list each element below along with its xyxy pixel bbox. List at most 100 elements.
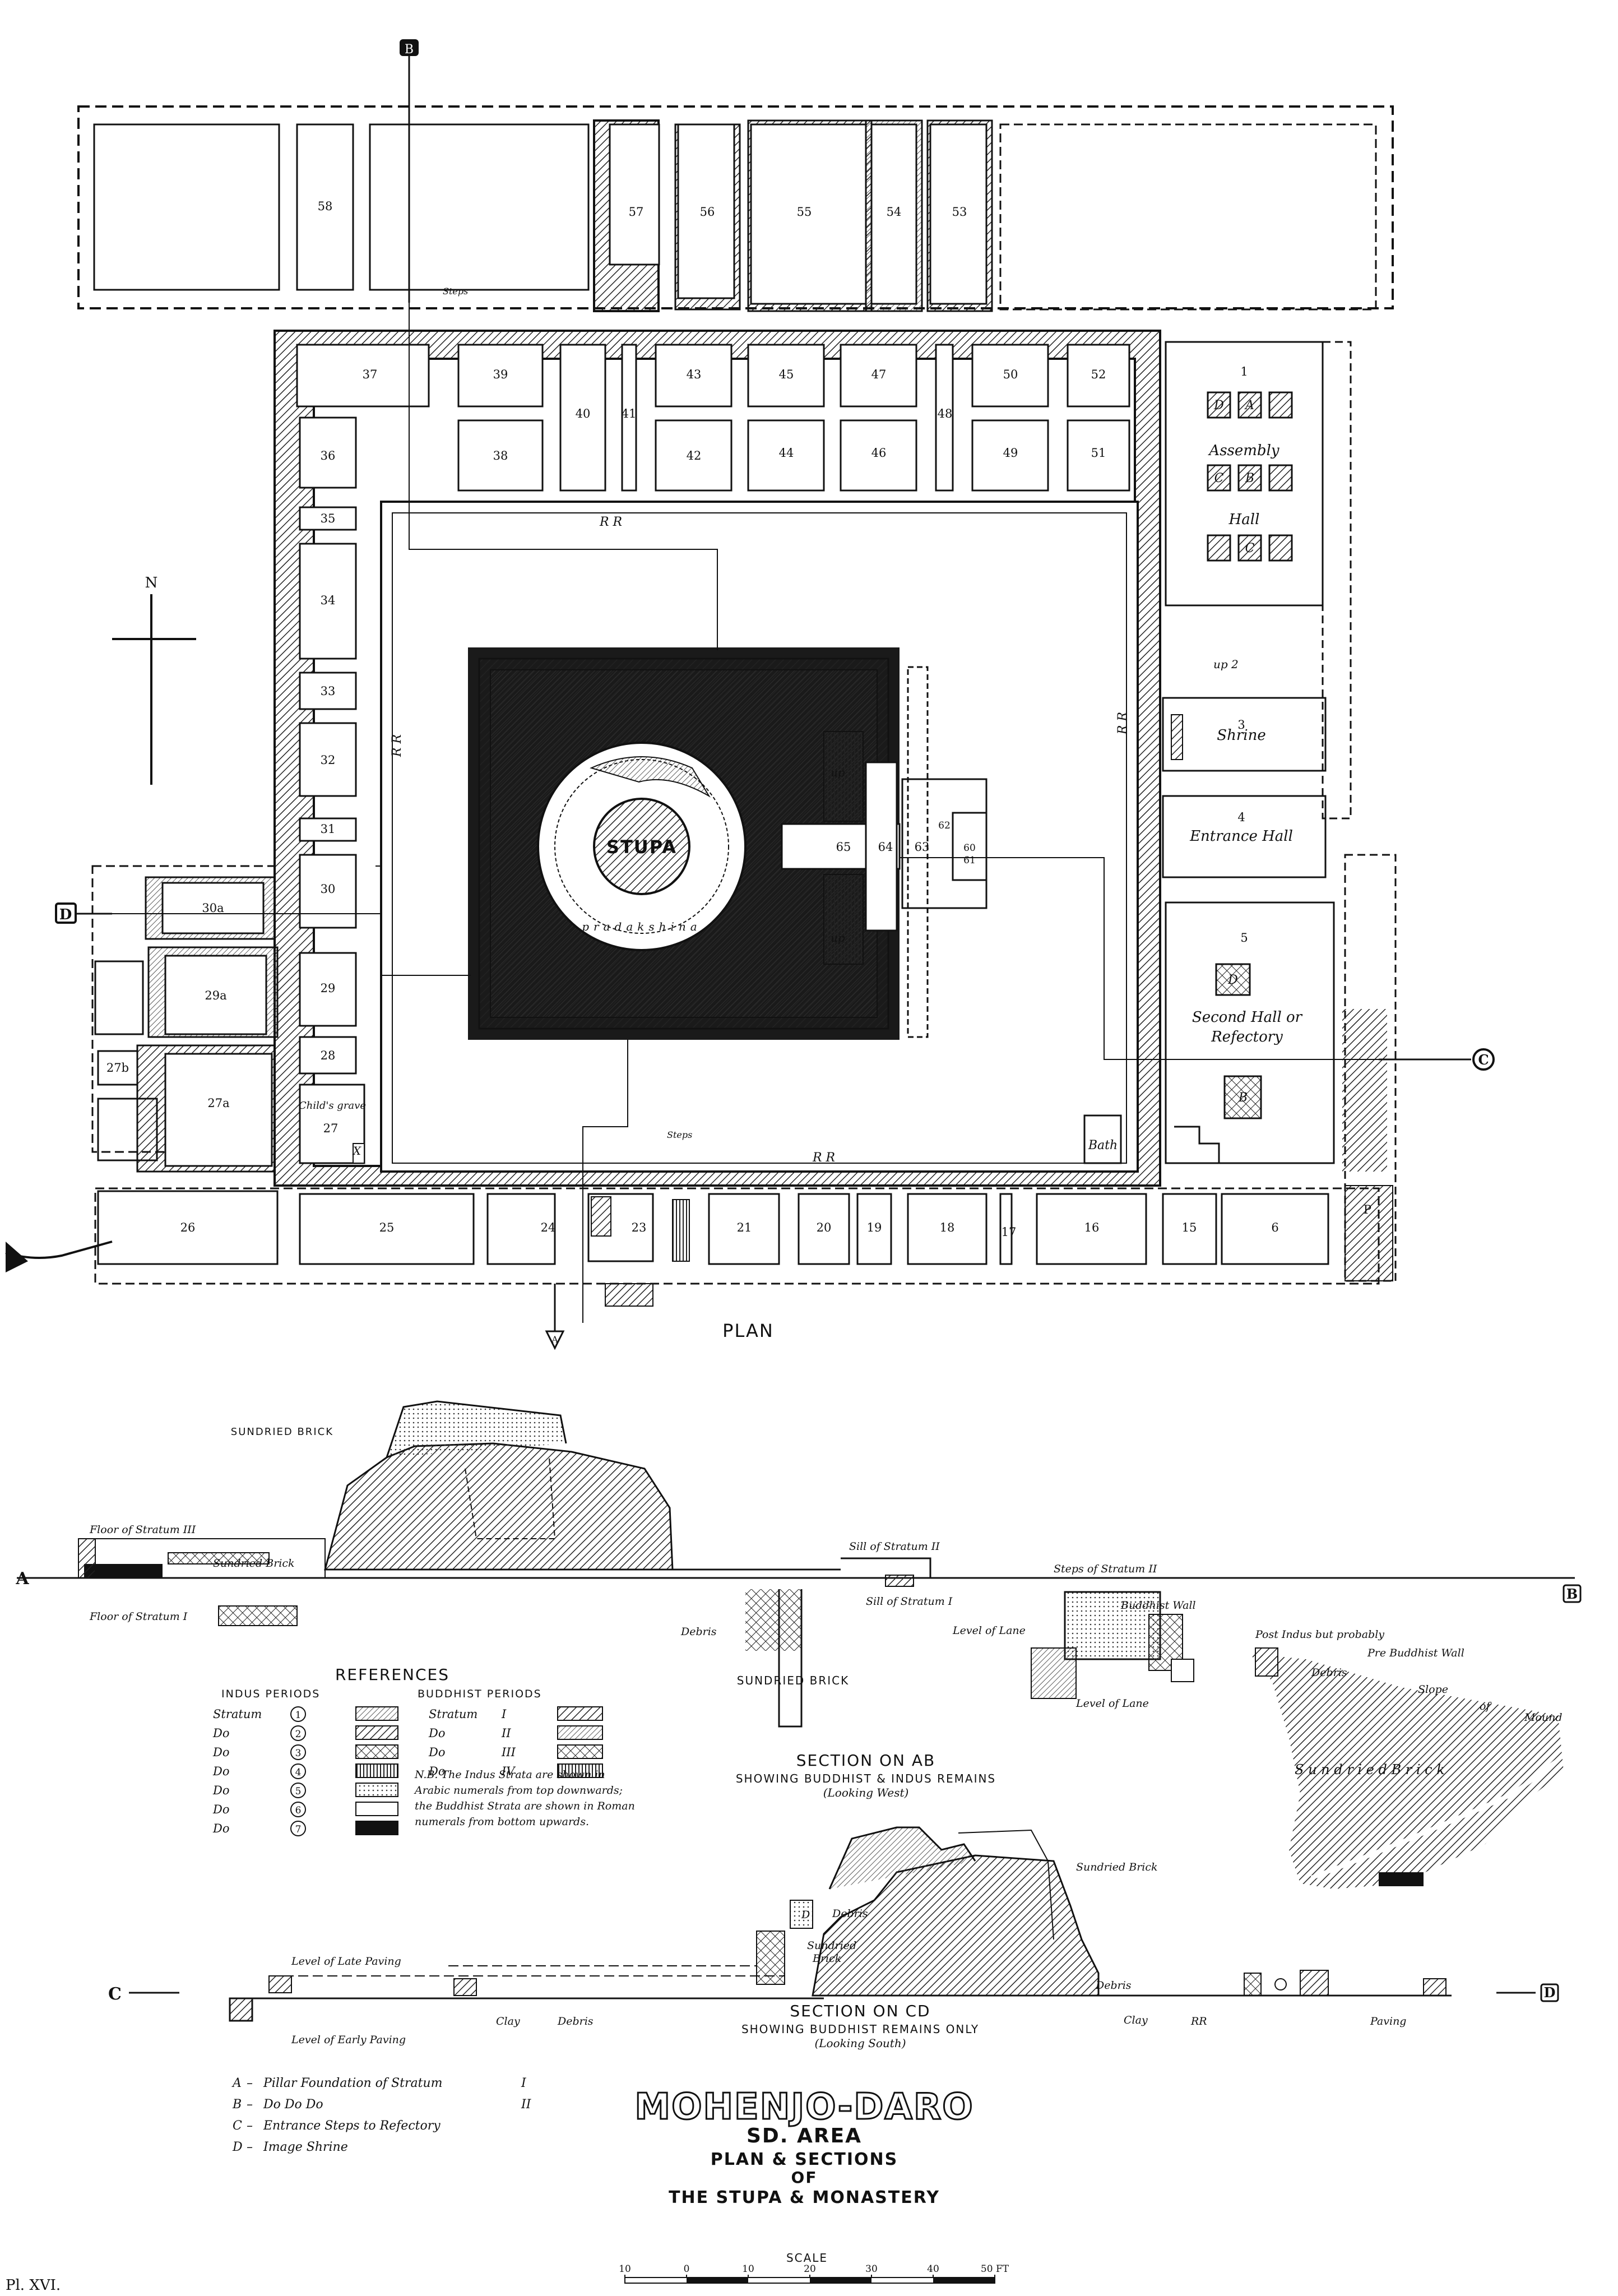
room-23: 23 bbox=[632, 1221, 647, 1234]
buddhist-stratum-swatch bbox=[557, 1763, 603, 1778]
indus-stratum-swatch bbox=[355, 1763, 398, 1778]
legend-stratum: II bbox=[521, 2098, 532, 2112]
indus-stratum-label: Stratum bbox=[213, 1707, 262, 1721]
ab-post-indus: Post Indus but probably bbox=[1255, 1628, 1384, 1641]
marker-d: D bbox=[59, 906, 72, 923]
room-27b: 27b bbox=[106, 1061, 129, 1075]
room-39: 39 bbox=[493, 368, 508, 381]
legend-dash: – bbox=[247, 2119, 253, 2133]
room-33: 33 bbox=[321, 684, 336, 698]
room-51: 51 bbox=[1091, 446, 1106, 460]
indus-stratum-label: Do bbox=[212, 1746, 229, 1759]
scale-tick-label: 20 bbox=[804, 2263, 816, 2275]
indus-stratum-swatch bbox=[355, 1725, 398, 1740]
scale-tick-label: 0 bbox=[684, 2263, 690, 2275]
ab-of: of bbox=[1480, 1700, 1491, 1712]
section-cd-subtitle: SHOWING BUDDHIST REMAINS ONLY bbox=[741, 2022, 979, 2036]
room-31: 31 bbox=[321, 822, 336, 836]
buddhist-stratum-label: Do bbox=[428, 1746, 445, 1759]
room-1: 1 bbox=[1240, 365, 1248, 378]
legend-stratum: I bbox=[521, 2076, 527, 2090]
legend-dash: – bbox=[247, 2140, 253, 2154]
ab-sundried-top: SUNDRIED BRICK bbox=[231, 1426, 333, 1438]
buddhist-stratum-number: IV bbox=[501, 1765, 516, 1778]
room-36: 36 bbox=[321, 449, 336, 462]
pillar-d1: D bbox=[1213, 399, 1224, 413]
room-47: 47 bbox=[871, 368, 887, 381]
indus-stratum-number: 2 bbox=[295, 1729, 302, 1740]
up-label-north: up bbox=[831, 766, 845, 779]
legend-key: A bbox=[231, 2076, 242, 2090]
section-cd-looking: (Looking South) bbox=[814, 2036, 906, 2050]
room-64: 64 bbox=[878, 840, 893, 854]
room-p: P bbox=[1364, 1203, 1371, 1216]
cd-clay: Clay bbox=[496, 2015, 520, 2027]
pillar-a1: A bbox=[1244, 399, 1254, 413]
rr-label-north: R R bbox=[599, 515, 622, 529]
cd-debris2: Debris bbox=[832, 1908, 868, 1920]
room-49: 49 bbox=[1003, 446, 1018, 460]
room-57: 57 bbox=[629, 205, 644, 219]
childs-grave-label: Child's grave bbox=[299, 1100, 366, 1112]
section-cd-title: SECTION ON CD bbox=[790, 2002, 930, 2020]
ab-sundried-right: S u n d r i e d B r i c k bbox=[1295, 1762, 1445, 1777]
refectory-label-2: Refectory bbox=[1211, 1029, 1283, 1045]
section-ab-title: SECTION ON AB bbox=[796, 1751, 936, 1770]
room-40: 40 bbox=[576, 407, 591, 420]
steps-label-south: Steps bbox=[667, 1130, 692, 1140]
pradakshina-label: pradakshina bbox=[582, 920, 701, 933]
room-55: 55 bbox=[797, 205, 812, 219]
indus-stratum-label: Do bbox=[212, 1803, 229, 1816]
room-61: 61 bbox=[963, 855, 976, 866]
scale-tick-label: 10 bbox=[619, 2263, 631, 2275]
pillar-b1: B bbox=[1245, 471, 1254, 485]
rr-label-east: R R bbox=[1116, 712, 1130, 735]
pillar-m: D bbox=[1227, 973, 1238, 987]
ref-note-4: numerals from bottom upwards. bbox=[415, 1816, 589, 1828]
ab-pre-buddhist: Pre Buddhist Wall bbox=[1367, 1647, 1464, 1659]
buddhist-stratum-label: Stratum bbox=[429, 1707, 477, 1721]
room-3: 3 bbox=[1237, 718, 1245, 732]
section-ab-subtitle: SHOWING BUDDHIST & INDUS REMAINS bbox=[736, 1772, 996, 1785]
ab-sill1: Sill of Stratum I bbox=[866, 1595, 953, 1608]
room-65: 65 bbox=[836, 840, 851, 854]
title-of: OF bbox=[791, 2168, 818, 2187]
buddhist-stratum-number: I bbox=[501, 1707, 507, 1721]
bath-label: Bath bbox=[1088, 1138, 1118, 1152]
indus-stratum-number: 4 bbox=[295, 1767, 302, 1778]
ab-slope: Slope bbox=[1418, 1683, 1448, 1696]
title-plan: PLAN & SECTIONS bbox=[711, 2150, 898, 2169]
title-area: SD. AREA bbox=[747, 2124, 862, 2147]
room-44: 44 bbox=[779, 446, 794, 460]
references: REFERENCES INDUS PERIODS BUDDHIST PERIOD… bbox=[212, 1665, 635, 1836]
ab-mound: Mound bbox=[1524, 1711, 1563, 1724]
cd-brick2: Brick bbox=[812, 1952, 841, 1965]
room-6: 6 bbox=[1271, 1221, 1278, 1234]
cd-late-paving: Level of Late Paving bbox=[291, 1955, 401, 1968]
indus-stratum-number: 5 bbox=[295, 1786, 302, 1797]
room-58: 58 bbox=[318, 200, 333, 213]
ab-marker-b: B bbox=[1566, 1586, 1578, 1602]
ab-debris: Debris bbox=[680, 1626, 717, 1638]
room-28: 28 bbox=[321, 1049, 336, 1062]
room-46: 46 bbox=[871, 446, 887, 460]
cd-marker-d: D bbox=[1544, 1984, 1556, 2001]
room-25: 25 bbox=[379, 1221, 395, 1234]
indus-stratum-circle bbox=[290, 1783, 306, 1798]
indus-stratum-number: 3 bbox=[295, 1748, 302, 1759]
ab-floor1: Floor of Stratum I bbox=[89, 1610, 188, 1623]
buddhist-head: BUDDHIST PERIODS bbox=[418, 1688, 542, 1700]
buddhist-stratum-swatch bbox=[557, 1706, 603, 1721]
legend-text: Do Do Do bbox=[263, 2098, 323, 2112]
buddhist-stratum-number: II bbox=[501, 1726, 511, 1740]
room-26: 26 bbox=[180, 1221, 196, 1234]
indus-stratum-circle bbox=[290, 1744, 306, 1760]
hall-label: Hall bbox=[1228, 511, 1260, 528]
ab-floor3: Floor of Stratum III bbox=[89, 1524, 196, 1536]
room-53: 53 bbox=[952, 205, 967, 219]
entrance-hall-label: Entrance Hall bbox=[1189, 828, 1293, 845]
room-60: 60 bbox=[963, 843, 976, 854]
legend-text: Pillar Foundation of Stratum bbox=[263, 2076, 442, 2090]
